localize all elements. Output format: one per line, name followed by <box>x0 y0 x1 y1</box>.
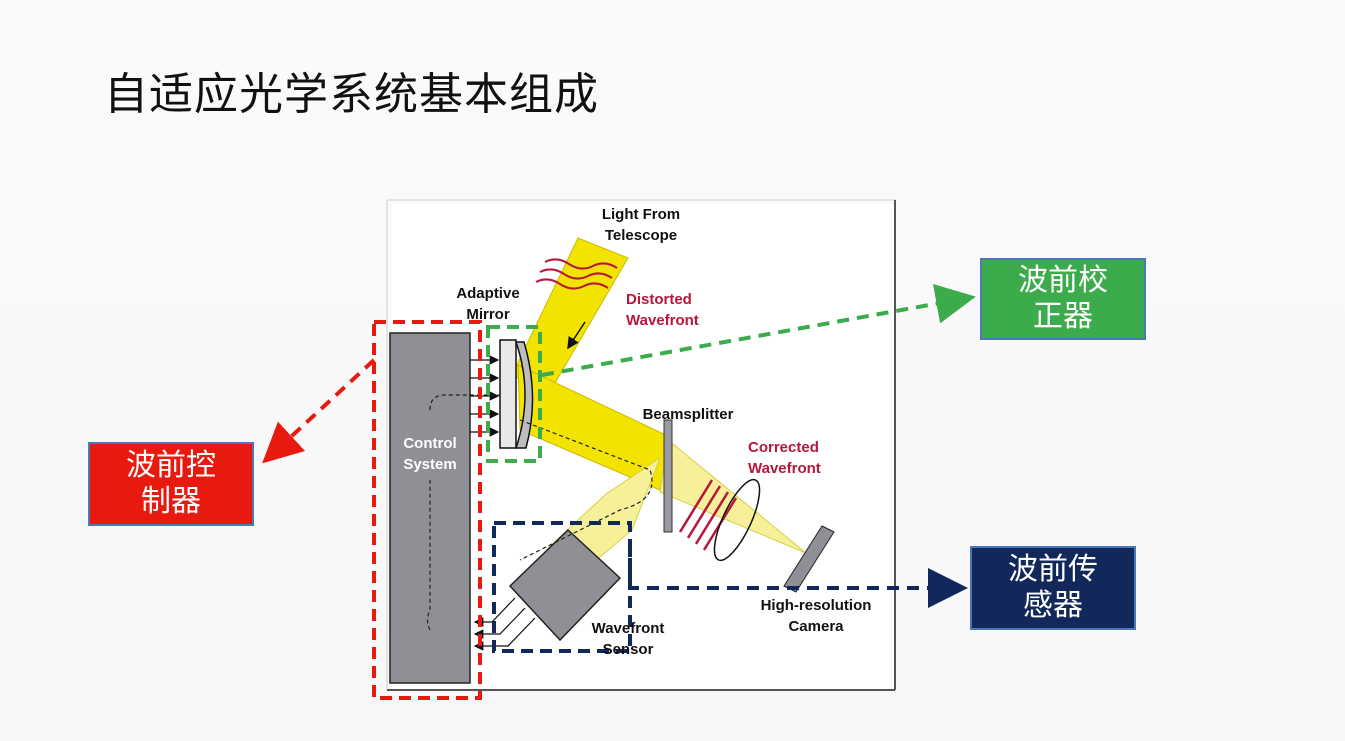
incoming-direction-arrow <box>567 321 586 350</box>
label-system: System <box>403 456 456 473</box>
controller-callout-arrow <box>262 358 376 464</box>
camera-detector <box>783 525 835 593</box>
slide-title: 自适应光学系统基本组成 <box>104 69 599 120</box>
label-corrected: Corrected <box>748 439 819 456</box>
corrector-highlight-box <box>486 325 542 463</box>
label-light-from: Light From <box>602 206 680 223</box>
label-mirror: Mirror <box>466 306 510 323</box>
sensor-callout-line1: 波前传 <box>1008 552 1098 587</box>
corrector-callout-arrow <box>541 284 976 377</box>
label-distorted-wavefront: Wavefront <box>626 312 699 329</box>
controller-callout-line1: 波前控 <box>126 448 216 483</box>
distorted-wavefront-lines <box>535 258 618 290</box>
label-sensor: Sensor <box>603 641 654 658</box>
wavefront-corrector-callout: 波前校 正器 <box>980 258 1146 340</box>
controller-highlight-box <box>372 320 482 700</box>
control-signal-lines <box>470 355 500 437</box>
label-control: Control <box>403 435 456 452</box>
beamsplitter-plate <box>663 419 673 533</box>
label-camera: Camera <box>788 618 844 635</box>
label-telescope: Telescope <box>605 227 677 244</box>
sensor-callout-arrow <box>628 545 968 608</box>
lens-icon <box>713 478 761 562</box>
label-adaptive: Adaptive <box>456 285 519 302</box>
controller-callout-line2: 制器 <box>141 484 201 519</box>
label-high-resolution: High-resolution <box>761 597 872 614</box>
wavefront-controller-callout: 波前控 制器 <box>88 442 254 526</box>
label-beamsplitter: Beamsplitter <box>643 406 734 423</box>
feedback-loop-path <box>426 394 653 631</box>
label-distorted: Distorted <box>626 291 692 308</box>
adaptive-mirror <box>499 339 534 449</box>
label-wavefront-sensor: Wavefront <box>592 620 665 637</box>
corrector-callout-line2: 正器 <box>1033 299 1093 334</box>
wavefront-sensor-block <box>508 528 622 642</box>
label-corrected-wavefront: Wavefront <box>748 460 821 477</box>
wavefront-sensor-callout: 波前传 感器 <box>970 546 1136 630</box>
corrector-callout-line1: 波前校 <box>1018 263 1108 298</box>
sensor-callout-line2: 感器 <box>1023 588 1083 623</box>
